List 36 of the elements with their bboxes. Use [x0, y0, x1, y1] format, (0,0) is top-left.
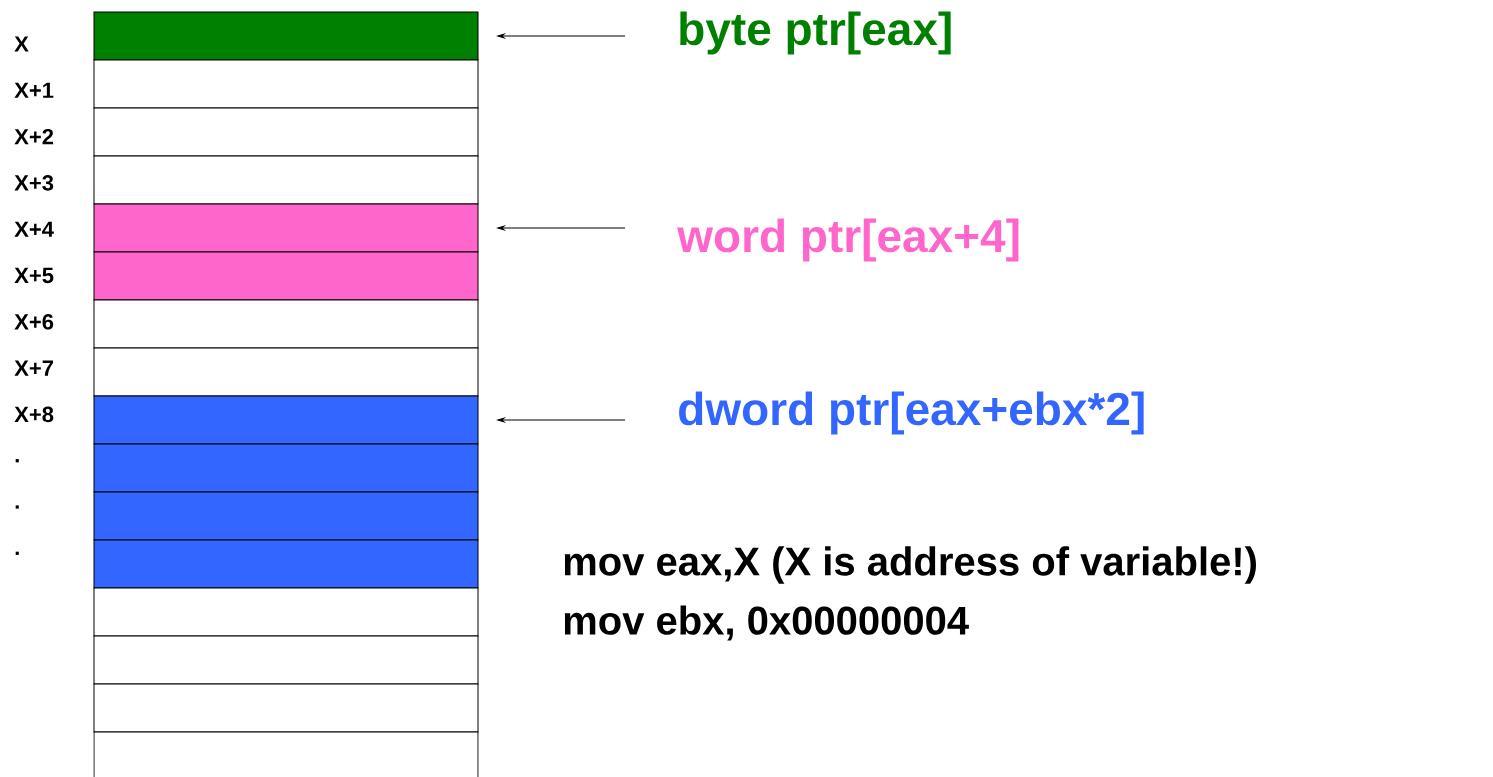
memory-cell [93, 491, 479, 541]
memory-cell [93, 203, 479, 253]
address-label: X+7 [14, 360, 53, 376]
arrow [497, 33, 626, 39]
address-label: X+2 [14, 128, 54, 145]
arrow [497, 417, 626, 423]
address-label: X+1 [14, 82, 54, 98]
memory-cell [93, 395, 479, 445]
memory-cell [93, 107, 479, 157]
code-line: mov ebx, 0x00000004 [564, 605, 969, 641]
memory-operand-text: word ptr[eax+4] [677, 218, 1019, 262]
address-label: X+8 [14, 406, 54, 423]
address-label: X+3 [14, 175, 54, 191]
address-label: . [15, 505, 19, 509]
memory-cell [93, 11, 479, 61]
address-label: X [14, 36, 29, 52]
memory-cell [93, 731, 479, 777]
memory-cell [93, 347, 479, 397]
address-label: X+5 [14, 267, 54, 284]
memory-cell [93, 251, 479, 301]
address-label: . [15, 459, 19, 463]
memory-cell [93, 539, 479, 589]
memory-cell [93, 443, 479, 493]
memory-cell [93, 587, 479, 637]
address-label: X+4 [14, 221, 54, 237]
address-label: . [15, 551, 19, 555]
memory-operand-text: byte ptr[eax] [680, 11, 951, 55]
code-line: mov eax,X (X is address of variable!) [564, 546, 1256, 584]
memory-operand-text: dword ptr[eax+ebx*2] [679, 391, 1144, 435]
memory-cell [93, 59, 479, 109]
arrow [497, 225, 626, 231]
memory-cell [93, 683, 479, 733]
memory-cell [93, 635, 479, 685]
memory-cell [93, 299, 479, 349]
address-label: X+6 [14, 314, 54, 330]
memory-cell [93, 155, 479, 205]
